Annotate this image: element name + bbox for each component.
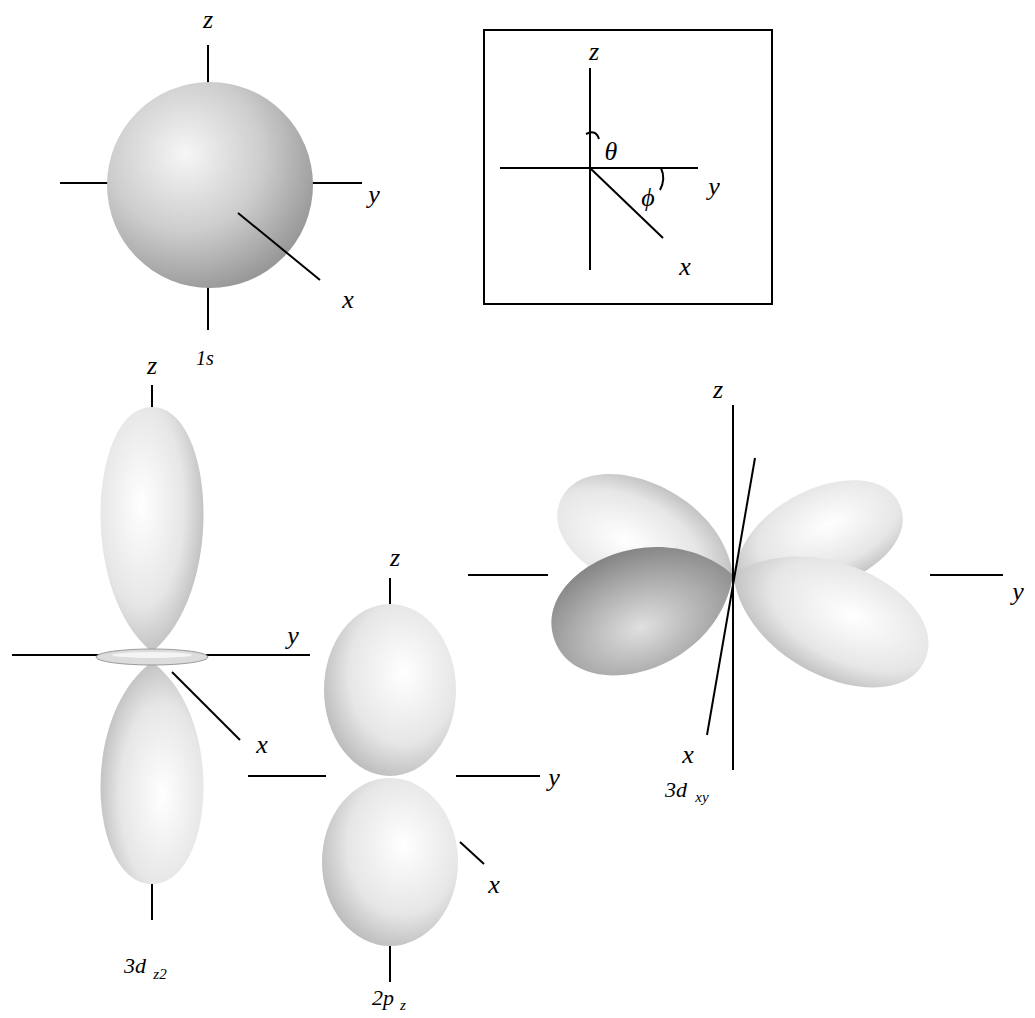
- orbital-lobe: [534, 518, 754, 696]
- y-axis: [206, 654, 310, 656]
- orbital-lobe: [710, 523, 948, 712]
- z-axis: [389, 578, 391, 606]
- axis-label: z: [147, 353, 157, 379]
- axis-label: z: [713, 377, 723, 403]
- x-axis: [590, 168, 663, 238]
- z-axis: [151, 878, 153, 920]
- axis-label: ϕ: [641, 185, 654, 211]
- inset-box: z θ y ϕ x: [483, 29, 773, 305]
- x-axis: [707, 458, 755, 735]
- y-axis: [248, 775, 326, 777]
- axis-label: x: [682, 742, 694, 768]
- orbital-name: xy: [695, 790, 708, 805]
- orbital-name: z: [400, 998, 406, 1013]
- axes: [12, 45, 1003, 982]
- y-axis: [930, 574, 1003, 576]
- orbital-name: 1s: [196, 348, 214, 368]
- z-axis: [207, 286, 209, 330]
- orbital-torus: [96, 649, 208, 665]
- theta-arc: [586, 132, 599, 139]
- x-axis: [238, 213, 320, 280]
- axis-label: z: [390, 545, 400, 571]
- axis-label: y: [708, 174, 720, 200]
- axis-label: x: [342, 287, 354, 313]
- s-orbital-sphere: [107, 82, 313, 288]
- axis-label: x: [679, 254, 691, 280]
- orbital-lobe: [101, 662, 204, 884]
- axis-label: z: [589, 39, 599, 65]
- y-axis: [500, 167, 698, 169]
- axis-label: x: [488, 872, 500, 898]
- y-axis: [60, 182, 110, 184]
- axis-label: y: [548, 765, 560, 791]
- axis-label: z: [203, 7, 213, 33]
- orbital-name: 3d: [665, 779, 687, 801]
- orbital-name: 2p: [372, 987, 394, 1009]
- axis-label: y: [1012, 579, 1024, 605]
- z-axis: [389, 944, 391, 982]
- z-axis: [207, 45, 209, 84]
- axis-label: y: [368, 182, 380, 208]
- phi-arc: [660, 168, 663, 190]
- axis-label: θ: [605, 139, 618, 165]
- axis-label: x: [256, 732, 268, 758]
- x-axis: [172, 672, 240, 740]
- y-axis: [310, 182, 362, 184]
- y-axis: [12, 654, 100, 656]
- y-axis: [468, 574, 548, 576]
- orbital-name: z2: [153, 967, 166, 982]
- orbital-lobe: [101, 407, 204, 652]
- orbital-lobe: [322, 778, 458, 946]
- x-axis: [460, 842, 484, 864]
- orbital-name: 3d: [124, 955, 146, 977]
- axis-label: y: [287, 623, 299, 649]
- orbital-lobe: [324, 604, 456, 776]
- orbital-torus: [112, 652, 192, 658]
- y-axis: [456, 775, 540, 777]
